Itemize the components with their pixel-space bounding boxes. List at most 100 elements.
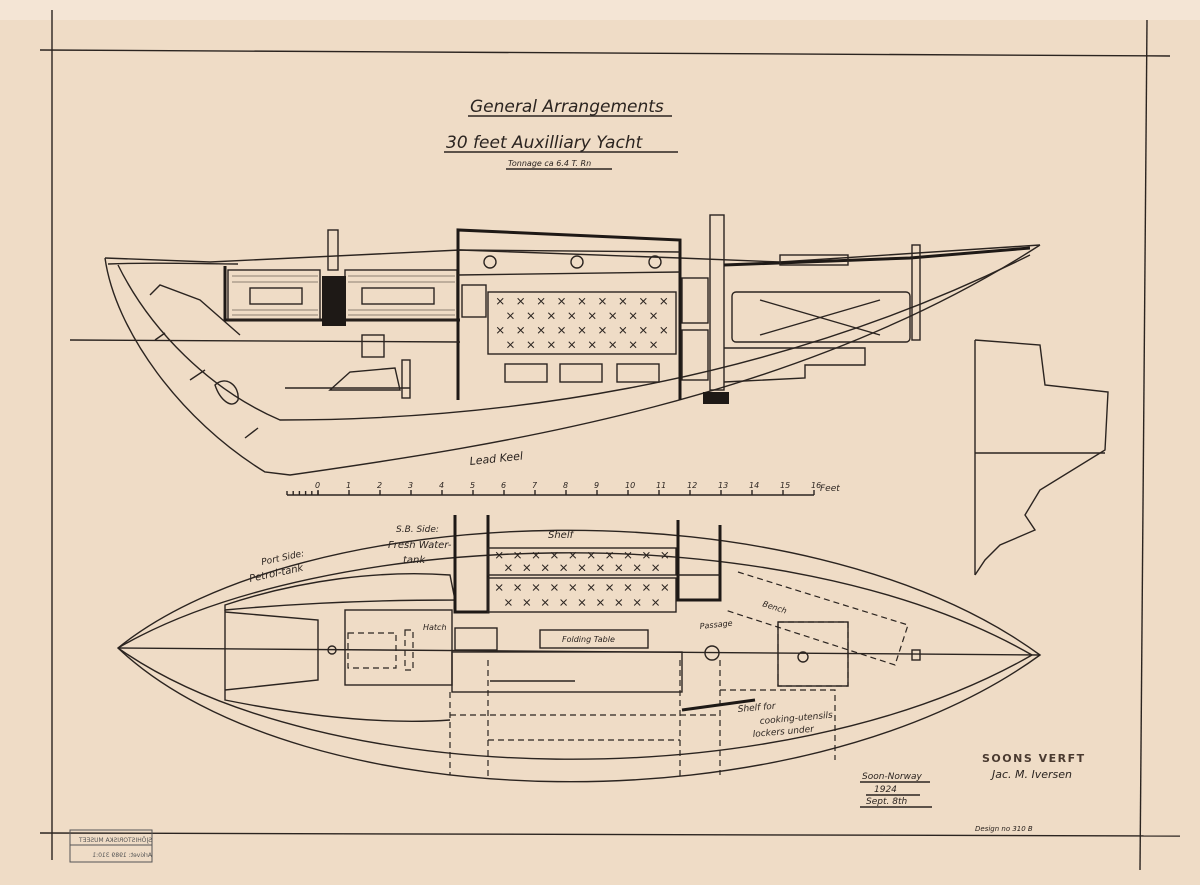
hatch-mark bbox=[514, 551, 521, 559]
plan-view bbox=[116, 515, 1042, 783]
scale-tick-label: 14 bbox=[749, 481, 759, 490]
label-tank: tank bbox=[403, 555, 426, 566]
scale-tick-label: 3 bbox=[408, 481, 413, 490]
hatch-mark bbox=[639, 326, 647, 334]
yard-name: SOONS VERFT bbox=[982, 752, 1086, 765]
hatch-mark bbox=[578, 564, 586, 572]
hatch-mark bbox=[523, 599, 531, 606]
label-hatch: Hatch bbox=[423, 623, 447, 632]
hatch-mark bbox=[496, 326, 504, 334]
hatch-mark bbox=[652, 564, 659, 572]
title-block-top: General Arrangements 30 feet Auxilliary … bbox=[444, 97, 678, 170]
hatch-mark bbox=[588, 312, 596, 320]
scale-tick-label: 13 bbox=[718, 481, 728, 490]
scale-tick-label: 6 bbox=[501, 481, 506, 490]
hatch-mark bbox=[650, 341, 657, 349]
year: 1924 bbox=[874, 785, 897, 795]
hatch-mark bbox=[537, 326, 545, 334]
hatch-mark bbox=[569, 551, 577, 559]
hatch-mark bbox=[517, 297, 525, 305]
hatch-mark bbox=[495, 551, 503, 559]
hatch-mark bbox=[643, 551, 650, 559]
hatch-mark bbox=[609, 341, 617, 349]
section-view bbox=[974, 339, 1109, 576]
hatch-mark bbox=[615, 599, 623, 606]
hatch-mark bbox=[587, 551, 595, 559]
hatch-mark bbox=[578, 599, 586, 606]
hatch-mark bbox=[619, 326, 627, 334]
hatch-mark bbox=[514, 584, 521, 591]
place: Soon-Norway bbox=[862, 772, 922, 782]
hatch-mark bbox=[599, 326, 606, 334]
hatch-mark bbox=[558, 297, 565, 305]
hatch-mark bbox=[507, 341, 514, 349]
hatch-mark bbox=[532, 584, 540, 591]
scale-tick-label: 12 bbox=[687, 481, 697, 490]
hatch-mark bbox=[523, 564, 531, 572]
scale-tick-label: 0 bbox=[315, 481, 320, 490]
scale-tick-label: 8 bbox=[563, 481, 568, 490]
hatch-mark bbox=[624, 551, 632, 559]
hatch-mark bbox=[568, 341, 576, 349]
hatch-mark bbox=[633, 599, 641, 606]
hatch-mark bbox=[578, 326, 586, 334]
scale-tick-label: 15 bbox=[780, 481, 790, 490]
scale-tick-label: 9 bbox=[594, 481, 599, 490]
scale-unit: Feet bbox=[820, 484, 840, 494]
title-main: General Arrangements bbox=[470, 97, 664, 117]
hatch-mark bbox=[660, 297, 668, 305]
stamp-archive: Arkivet: 1989 310:1 bbox=[92, 852, 152, 859]
label-folding-table: Folding Table bbox=[562, 635, 615, 644]
hatch-mark bbox=[541, 564, 549, 572]
hatch-mark bbox=[643, 584, 650, 591]
hatch-mark bbox=[660, 326, 668, 334]
hatch-mark bbox=[639, 297, 647, 305]
stamp-museum: SJÖHISTORISKA MUSEET bbox=[79, 837, 152, 844]
scale-tick-label: 5 bbox=[470, 481, 475, 490]
label-sb-side: S.B. Side: bbox=[396, 525, 439, 535]
date: Sept. 8th bbox=[866, 797, 907, 807]
hatch-mark bbox=[606, 584, 613, 591]
hatch-mark bbox=[629, 312, 637, 320]
hatch-mark bbox=[597, 564, 604, 572]
hatch-mark bbox=[661, 551, 669, 559]
hatch-mark bbox=[568, 312, 576, 320]
scale-tick-label: 16 bbox=[811, 481, 821, 490]
scale-tick-label: 10 bbox=[625, 481, 635, 490]
scale-tick-label: 4 bbox=[439, 481, 444, 490]
hatch-mark bbox=[661, 584, 669, 591]
hatch-mark bbox=[587, 584, 595, 591]
hatch-mark bbox=[650, 312, 657, 320]
hatch-mark bbox=[532, 551, 540, 559]
hatch-mark bbox=[551, 551, 558, 559]
design-number: Design no 310 B bbox=[975, 825, 1033, 833]
hatch-mark bbox=[551, 584, 558, 591]
label-shelf-for: Shelf for bbox=[737, 702, 777, 715]
hatch-mark bbox=[578, 297, 586, 305]
label-lead-keel: Lead Keel bbox=[469, 449, 524, 468]
label-shelf: Shelf bbox=[548, 530, 575, 541]
hatch-mark bbox=[527, 341, 535, 349]
signature: Jac. M. Iversen bbox=[990, 768, 1072, 781]
hatch-mark bbox=[547, 341, 555, 349]
hatch-mark bbox=[629, 341, 637, 349]
title-sub: 30 feet Auxilliary Yacht bbox=[446, 133, 644, 153]
hatch-mark bbox=[609, 312, 617, 320]
hatch-mark bbox=[599, 297, 606, 305]
label-fresh-water: Fresh Water- bbox=[388, 540, 452, 551]
scale-tick-label: 11 bbox=[656, 481, 666, 490]
hatch-mark bbox=[558, 326, 565, 334]
hatch-mark bbox=[495, 584, 503, 591]
title-block: SOONS VERFT Jac. M. Iversen Soon-Norway … bbox=[860, 752, 1086, 833]
hatch-mark bbox=[537, 297, 545, 305]
hatch-mark bbox=[633, 564, 641, 572]
hatch-mark bbox=[619, 297, 627, 305]
tonnage: Tonnage ca 6.4 T. Rn bbox=[508, 159, 591, 168]
museum-stamp bbox=[69, 829, 153, 863]
hatch-mark bbox=[615, 564, 623, 572]
hatch-mark bbox=[517, 326, 525, 334]
scale-tick-label: 7 bbox=[532, 481, 538, 490]
border-frame bbox=[39, 10, 1181, 871]
scale-tick-label: 2 bbox=[377, 481, 382, 490]
